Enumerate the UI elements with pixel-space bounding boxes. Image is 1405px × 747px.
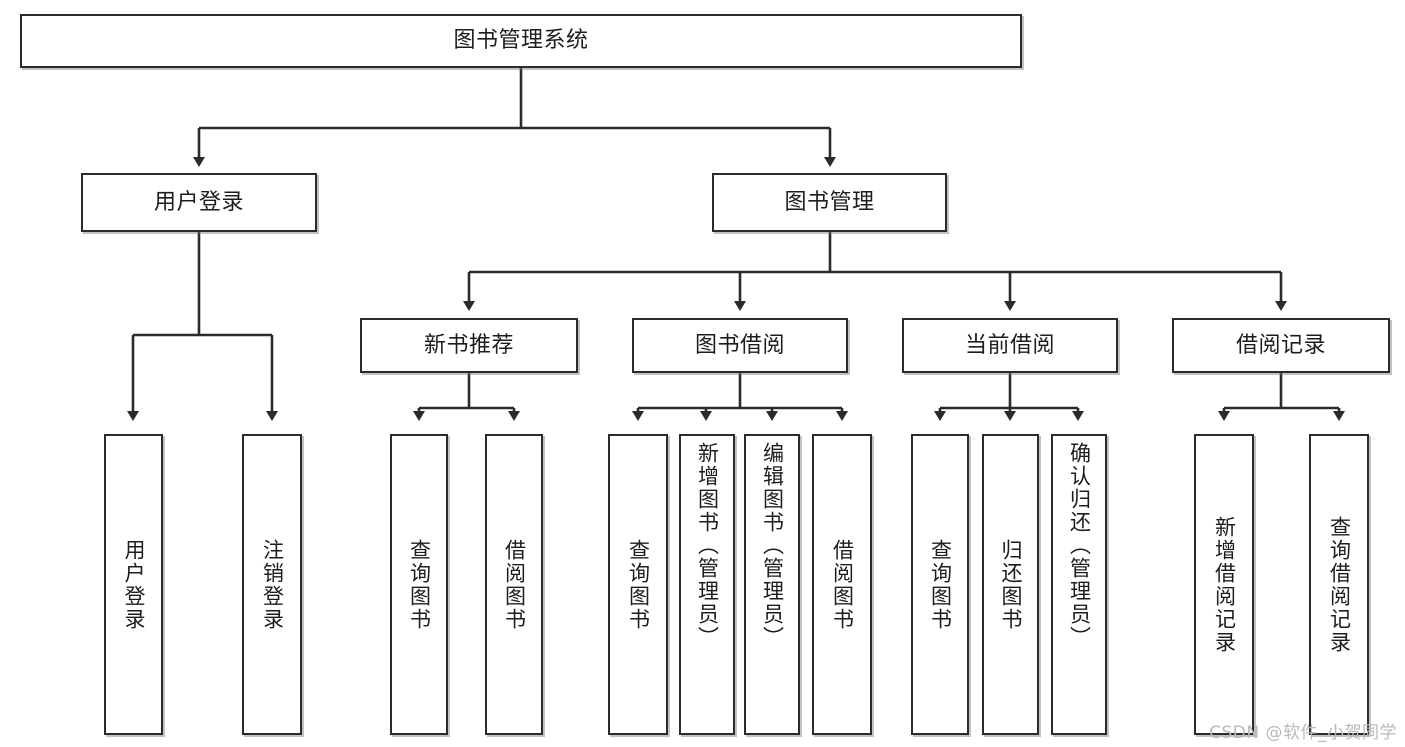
node-newbook[interactable]: 新书推荐 — [360, 318, 578, 373]
node-leaf-add-borrow-record-label: 新增借阅记录 — [1212, 515, 1237, 654]
node-current-label: 当前借阅 — [964, 332, 1055, 358]
node-leaf-edit-book-admin-label: 编辑图书（管理员） — [760, 442, 785, 649]
connector-group-newbook — [413, 373, 520, 421]
node-login-label: 用户登录 — [153, 189, 244, 215]
node-leaf-query-book-current[interactable]: 查询图书 — [911, 434, 969, 735]
node-leaf-user-logout-label: 注销登录 — [260, 538, 285, 631]
node-root[interactable]: 图书管理系统 — [20, 14, 1022, 68]
node-borrow-label: 图书借阅 — [694, 332, 785, 358]
node-leaf-borrow-book-borrow-label: 借阅图书 — [830, 538, 855, 631]
node-leaf-return-book-label: 归还图书 — [999, 538, 1023, 631]
node-leaf-query-borrow-record-label: 查询借阅记录 — [1327, 515, 1352, 654]
node-leaf-query-book-newbook-label: 查询图书 — [407, 538, 432, 631]
node-leaf-user-logout[interactable]: 注销登录 — [242, 434, 302, 735]
node-records[interactable]: 借阅记录 — [1172, 318, 1390, 373]
node-leaf-query-book-borrow-label: 查询图书 — [626, 538, 651, 631]
node-current[interactable]: 当前借阅 — [902, 318, 1118, 373]
watermark-text: CSDN @软件_小贺同学 — [1209, 723, 1397, 743]
connector-group-borrow — [632, 373, 848, 421]
node-root-label: 图书管理系统 — [453, 28, 589, 54]
connector-group-bookmgmt — [463, 232, 1287, 311]
node-leaf-query-book-borrow[interactable]: 查询图书 — [608, 434, 668, 735]
connector-group-current — [934, 373, 1084, 421]
connector-group-login — [127, 232, 278, 421]
node-leaf-add-book-admin-label: 新增图书（管理员） — [695, 442, 720, 649]
node-login[interactable]: 用户登录 — [81, 173, 317, 232]
node-records-label: 借阅记录 — [1235, 332, 1326, 358]
node-leaf-user-login[interactable]: 用户登录 — [104, 434, 163, 735]
node-leaf-borrow-book-newbook-label: 借阅图书 — [502, 538, 527, 631]
node-leaf-user-login-label: 用户登录 — [122, 538, 146, 631]
node-leaf-return-book[interactable]: 归还图书 — [982, 434, 1039, 735]
connector-group-records — [1218, 373, 1345, 421]
node-leaf-borrow-book-borrow[interactable]: 借阅图书 — [812, 434, 872, 735]
node-leaf-add-borrow-record[interactable]: 新增借阅记录 — [1194, 434, 1254, 735]
node-leaf-query-book-current-label: 查询图书 — [928, 538, 953, 631]
node-leaf-add-book-admin[interactable]: 新增图书（管理员） — [679, 434, 735, 735]
node-leaf-confirm-return-admin-label: 确认归还（管理员） — [1067, 442, 1092, 649]
node-newbook-label: 新书推荐 — [423, 332, 514, 358]
node-borrow[interactable]: 图书借阅 — [632, 318, 848, 373]
node-leaf-confirm-return-admin[interactable]: 确认归还（管理员） — [1051, 434, 1107, 735]
node-bookmgmt-label: 图书管理 — [784, 189, 875, 215]
connector-group-root — [193, 68, 836, 167]
node-leaf-borrow-book-newbook[interactable]: 借阅图书 — [485, 434, 543, 735]
node-leaf-query-borrow-record[interactable]: 查询借阅记录 — [1309, 434, 1369, 735]
node-leaf-query-book-newbook[interactable]: 查询图书 — [390, 434, 448, 735]
node-leaf-edit-book-admin[interactable]: 编辑图书（管理员） — [744, 434, 800, 735]
node-bookmgmt[interactable]: 图书管理 — [712, 173, 947, 232]
